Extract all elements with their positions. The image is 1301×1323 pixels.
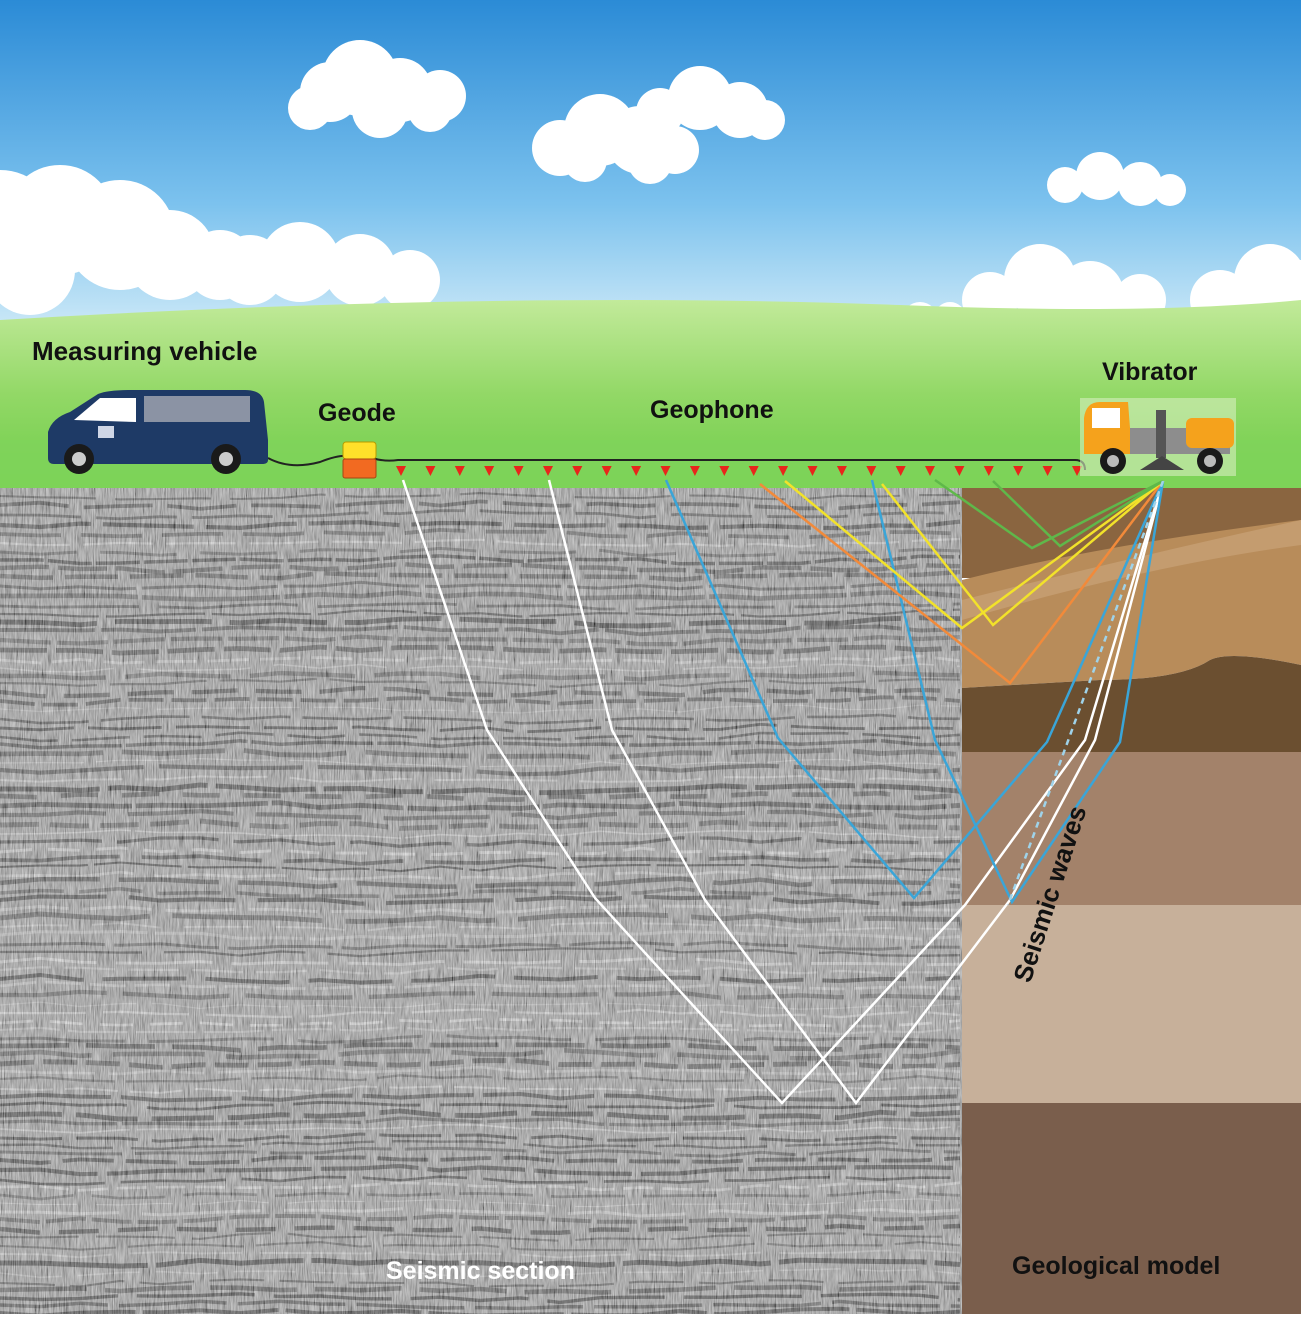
geophone-icon [572, 466, 583, 476]
cloud-puff [1076, 152, 1124, 200]
geophone-icon [1013, 466, 1024, 476]
cloud-puff [1047, 167, 1083, 203]
layer-2-highlight [962, 520, 1301, 620]
seismic-section-label: Seismic section [386, 1257, 575, 1285]
cloud-puff [408, 88, 452, 132]
geode-icon [342, 441, 377, 479]
geophone-icon [1042, 466, 1053, 476]
cloud-puff [324, 234, 396, 306]
geophone-icon [778, 466, 789, 476]
layer-4 [962, 752, 1301, 905]
geophone-icon [748, 466, 759, 476]
vibrator-truck-icon [1080, 398, 1236, 476]
geode-label: Geode [318, 399, 396, 427]
geophone-icon [601, 466, 612, 476]
ray-orange [759, 480, 1164, 685]
geophone-icon [1072, 466, 1082, 476]
geophone-icon [660, 466, 671, 476]
geophone-icon [396, 466, 406, 476]
layer-6 [962, 1103, 1301, 1314]
seismic-rays [401, 478, 1165, 1106]
cloud-puff [0, 225, 75, 315]
seismic-section [0, 488, 962, 1314]
ray-yellow-2 [881, 480, 1164, 627]
cloud-puff [380, 250, 440, 310]
measuring-vehicle-label: Measuring vehicle [32, 336, 257, 366]
cloud-puff [563, 138, 607, 182]
cloud-puff [745, 100, 785, 140]
cloud-puff [260, 222, 340, 302]
cloud-puff [1154, 174, 1186, 206]
cloud-puff [288, 86, 332, 130]
ray-dashed [1006, 480, 1165, 906]
geophone-icon [866, 466, 877, 476]
geophone-icon [454, 466, 465, 476]
ray-blue-1 [664, 479, 1165, 900]
geophone-icon [425, 466, 436, 476]
ray-white-1 [401, 479, 1165, 1105]
geophone-icon [543, 466, 553, 476]
geophone-array [396, 466, 1082, 476]
vibrator-label: Vibrator [1102, 358, 1198, 386]
geophone-icon [983, 466, 994, 476]
geophone-label: Geophone [650, 396, 774, 424]
ray-green-1 [934, 478, 1164, 550]
geophone-icon [484, 466, 495, 476]
layer-5 [962, 905, 1301, 1103]
ray-green-2 [992, 479, 1164, 548]
geophone-icon [513, 466, 524, 476]
geophone-icon [954, 466, 965, 476]
layer-3 [962, 656, 1301, 752]
cloud-puff [628, 140, 672, 184]
ray-white-2 [547, 479, 1165, 1106]
ray-yellow-1 [784, 479, 1164, 630]
clouds [0, 40, 1301, 339]
geophone-icon [719, 466, 730, 476]
geophone-icon [895, 466, 906, 476]
geophone-icon [631, 466, 642, 476]
cloud-puff [352, 82, 408, 138]
geophone-icon [807, 466, 818, 476]
measuring-vehicle-icon [48, 390, 268, 474]
geophone-icon [925, 466, 935, 476]
cloud-puff [1118, 162, 1162, 206]
ray-blue-2 [870, 479, 1165, 905]
geophone-icon [689, 466, 700, 476]
geophone-icon [836, 466, 847, 476]
geological-model-label: Geological model [1012, 1252, 1220, 1280]
